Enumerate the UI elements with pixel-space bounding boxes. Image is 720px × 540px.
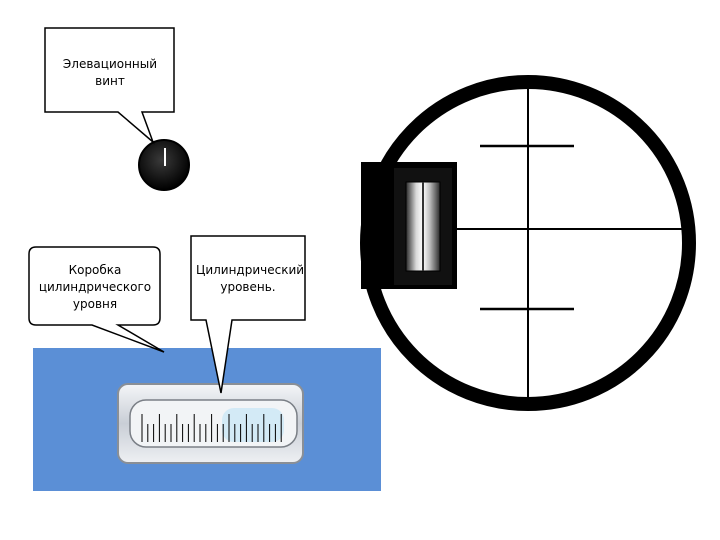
label-cylindrical-level: Цилиндрический уровень. <box>196 263 305 294</box>
elevation-screw <box>138 139 190 191</box>
label-level-housing: Коробка цилиндрического уровня <box>38 263 152 311</box>
eyepiece-view <box>360 75 696 411</box>
label-elevation-screw: Элевационный винт <box>62 57 158 88</box>
level-housing <box>33 348 381 491</box>
callout-level-housing <box>28 246 165 353</box>
level-scale <box>141 414 282 442</box>
callout-cylindrical-level <box>190 235 306 394</box>
callout-elevation-screw <box>44 27 175 145</box>
level-bubble <box>222 408 284 442</box>
